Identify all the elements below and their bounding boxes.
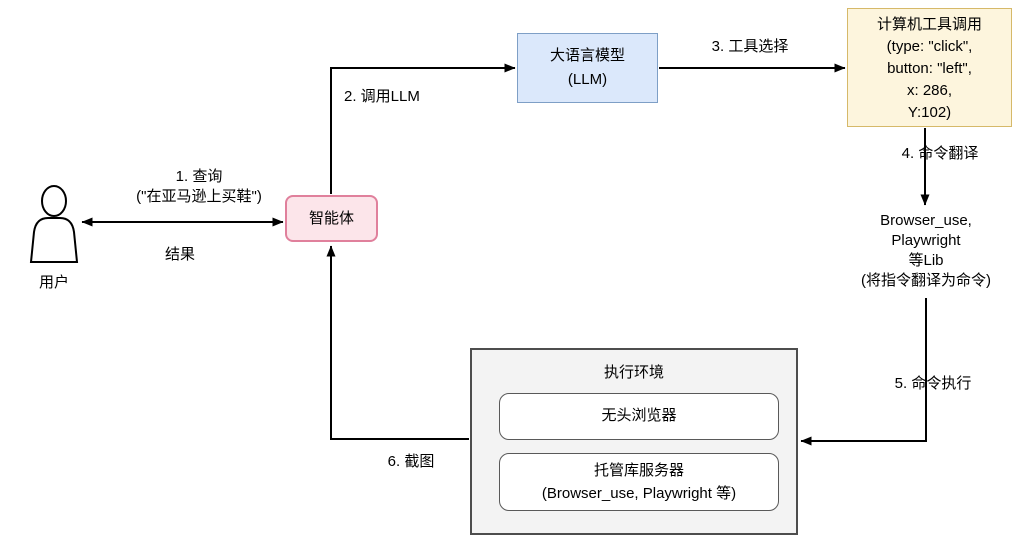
edge-label-call-llm: 2. 调用LLM: [344, 88, 420, 105]
headless-browser-node: 无头浏览器: [499, 393, 779, 440]
user-icon: [29, 185, 79, 263]
query-step-label: 1. 查询: [175, 168, 223, 185]
edge-lib-env: [800, 298, 927, 446]
tool-call-param: button: "left",: [887, 60, 972, 77]
user-label: 用户: [38, 274, 69, 291]
edge-label-cmd-execute: 5. 命令执行: [894, 375, 972, 392]
tool-call-param: Y:102): [907, 104, 952, 121]
env-title: 执行环境: [603, 364, 664, 381]
llm-label-line1: 大语言模型: [549, 47, 625, 64]
edge-label-result: 结果: [164, 246, 195, 263]
tool-call-param: x: 286,: [906, 82, 953, 99]
lib-line: (将指令翻译为命令): [861, 272, 991, 289]
llm-node: 大语言模型 (LLM): [517, 33, 658, 103]
execution-env-node: 执行环境 无头浏览器 托管库服务器 (Browser_use, Playwrig…: [470, 348, 798, 535]
agent-label: 智能体: [308, 210, 354, 227]
lib-line: Playwright: [891, 232, 961, 249]
hosted-lib-server-label: 托管库服务器: [593, 462, 684, 479]
tool-call-title: 计算机工具调用: [876, 16, 982, 33]
edge-label-cmd-translate: 4. 命令翻译: [901, 145, 979, 162]
query-content-label: ("在亚马逊上买鞋"): [136, 188, 262, 205]
hosted-lib-server-node: 托管库服务器 (Browser_use, Playwright 等): [499, 453, 779, 511]
hosted-lib-server-sublabel: (Browser_use, Playwright 等): [541, 485, 737, 502]
tool-call-node: 计算机工具调用 (type: "click", button: "left", …: [847, 8, 1012, 127]
edge-label-tool-select: 3. 工具选择: [711, 38, 789, 55]
lib-line: 等Lib: [908, 252, 944, 269]
tool-call-param: (type: "click",: [886, 38, 973, 55]
edge-label-screenshot: 6. 截图: [387, 453, 435, 470]
lib-line: Browser_use,: [880, 212, 972, 229]
lib-node: Browser_use, Playwright 等Lib (将指令翻译为命令): [840, 211, 1012, 291]
edge-env-agent: [326, 245, 469, 440]
headless-browser-label: 无头浏览器: [601, 407, 677, 424]
edge-label-query: 1. 查询 ("在亚马逊上买鞋"): [118, 167, 280, 207]
llm-label-line2: (LLM): [567, 71, 608, 88]
agent-node: 智能体: [285, 195, 378, 242]
